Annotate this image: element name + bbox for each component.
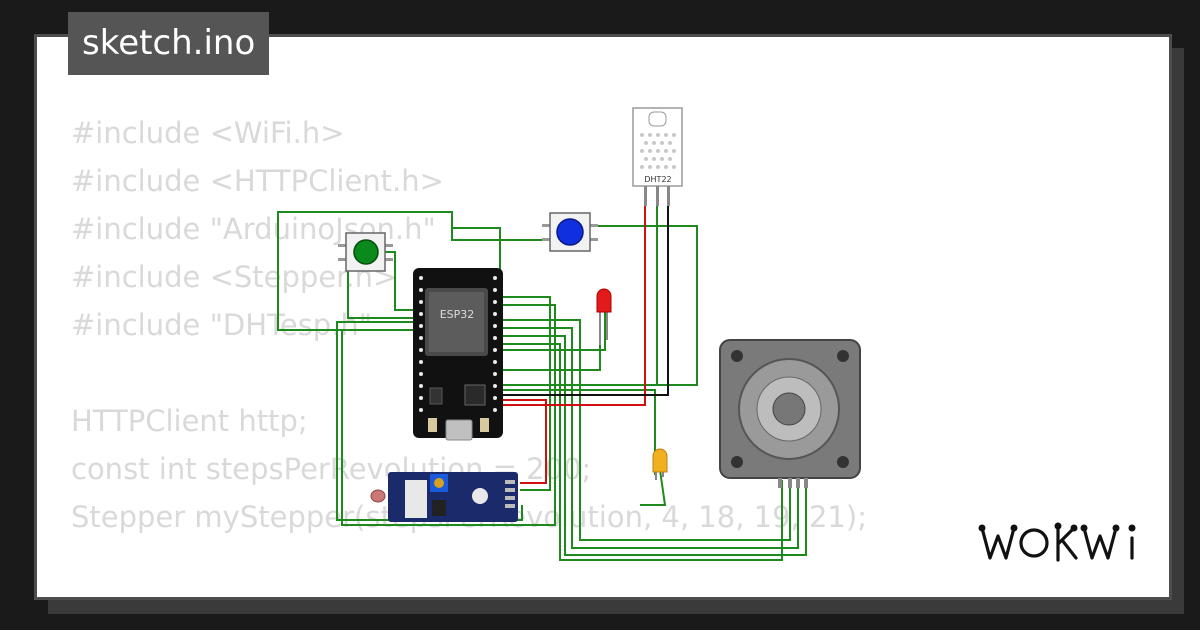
wire	[500, 327, 799, 549]
wire	[500, 340, 601, 371]
yellow-led[interactable]	[652, 448, 668, 480]
wire	[500, 343, 783, 561]
wire	[500, 389, 656, 475]
wokwi-logo	[976, 518, 1146, 572]
esp32-board[interactable]: ESP32	[413, 268, 503, 441]
wire	[347, 270, 415, 319]
code-line: #include <WiFi.h>	[71, 116, 345, 150]
code-line: HTTPClient http;	[71, 404, 308, 438]
wire	[500, 205, 669, 396]
wire	[500, 335, 807, 556]
preview-card: #include <WiFi.h> #include <HTTPClient.h>…	[34, 34, 1172, 600]
wire	[500, 296, 551, 491]
wire	[500, 319, 791, 541]
dht22-label: DHT22	[644, 175, 671, 184]
wokwi-logo-mark	[978, 522, 1136, 562]
green-pushbutton[interactable]	[338, 232, 393, 272]
wire	[500, 205, 646, 406]
esp32-label: ESP32	[440, 308, 475, 321]
dht22-sensor[interactable]: DHT22	[632, 107, 683, 206]
wire	[500, 225, 698, 386]
wire	[500, 310, 606, 351]
wire	[336, 321, 523, 521]
ldr-sensor-module[interactable]	[370, 472, 518, 522]
code-line: Stepper myStepper(stepsPerRevolution, 4,…	[71, 500, 867, 534]
blue-pushbutton[interactable]	[542, 212, 598, 252]
wire	[385, 251, 415, 311]
file-tab[interactable]: sketch.ino	[68, 12, 270, 75]
code-line: #include "DHTesp.h"	[71, 308, 373, 342]
code-line: const int dhtPin = 34;	[71, 589, 867, 597]
code-line: #include "ArduinoJson.h"	[71, 212, 436, 246]
wire	[277, 211, 550, 331]
wire	[500, 399, 547, 484]
wire	[640, 469, 667, 506]
code-preview: #include <WiFi.h> #include <HTTPClient.h>…	[71, 109, 867, 597]
red-led[interactable]	[596, 288, 612, 345]
stepper-motor[interactable]	[719, 339, 861, 488]
code-line: #include <HTTPClient.h>	[71, 164, 444, 198]
wires	[277, 205, 807, 561]
